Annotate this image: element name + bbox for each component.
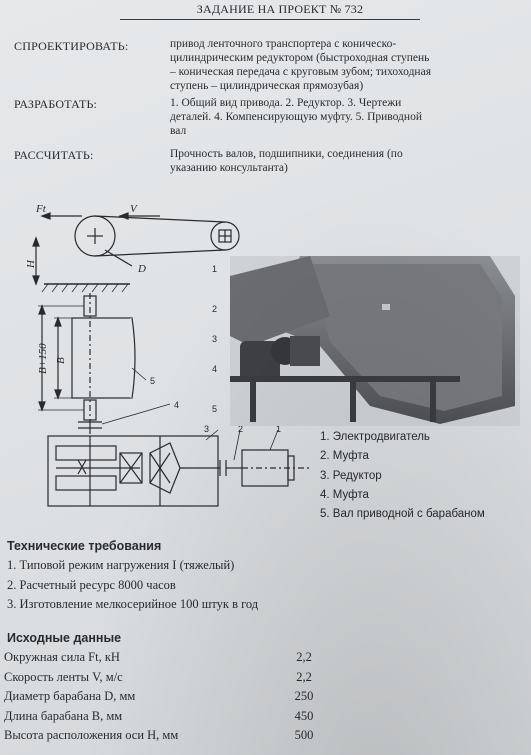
legend-item: 3. Редуктор — [320, 469, 382, 482]
photo-callout-column: 1 2 3 4 5 — [212, 256, 230, 426]
task-text-line: деталей. 4. Компенсирующую муфту. 5. При… — [170, 111, 422, 123]
callout-5: 5 — [150, 376, 155, 386]
param-name: Диаметр барабана D, мм — [4, 689, 136, 704]
param-name: Скорость ленты V, м/с — [4, 669, 123, 684]
callout-3: 3 — [204, 424, 209, 434]
legend-item: 2. Муфта — [320, 450, 369, 463]
d-label: D — [137, 263, 146, 275]
photo-callout-4: 4 — [212, 364, 218, 374]
legend-item: 5. Вал приводной с барабаном — [320, 508, 485, 521]
task-text-develop: 1. Общий вид привода. 2. Редуктор. 3. Че… — [170, 96, 515, 138]
component-legend: 1. Электродвигатель 2. Муфта 3. Редуктор… — [320, 428, 520, 524]
task-text-line: – коническая передача с круговым зубом; … — [170, 66, 431, 78]
task-text-calculate: Прочность валов, подшипники, соединения … — [170, 147, 515, 175]
param-name: Высота расположения оси H, мм — [4, 728, 179, 743]
task-label-calculate: РАССЧИТАТЬ: — [14, 148, 94, 162]
task-text-line: привод ленточного транспортера с коничес… — [170, 38, 397, 50]
ft-label: Ft — [35, 203, 47, 215]
b150-label: B+150 — [37, 343, 49, 374]
tech-requirement-item: 3. Изготовление мелкосерийное 100 штук в… — [7, 597, 259, 611]
tech-requirements-heading: Технические требования — [7, 539, 162, 553]
task-text-line: цилиндрическим редуктором (быстроходная … — [170, 52, 430, 64]
callout-1: 1 — [276, 424, 281, 434]
v-label: V — [130, 203, 138, 215]
task-text-line: указанию консультанта) — [170, 162, 288, 174]
input-data-heading: Исходные данные — [7, 631, 122, 645]
param-name: Окружная сила Ft, кН — [4, 650, 120, 664]
h-label: H — [25, 259, 37, 269]
param-value: 2,2 — [296, 650, 312, 664]
photo-callout-3: 3 — [212, 334, 218, 344]
tech-requirement-item: 2. Расчетный ресурс 8000 часов — [7, 577, 176, 592]
tech-requirement-item: 1. Типовой режим нагружения I (тяжелый) — [7, 558, 235, 572]
legend-item: 4. Муфта — [320, 488, 369, 501]
photo-callout-1: 1 — [212, 264, 218, 274]
task-text-line: 1. Общий вид привода. 2. Редуктор. 3. Че… — [170, 97, 402, 109]
callout-4: 4 — [174, 400, 179, 410]
param-value: 450 — [294, 708, 314, 723]
legend-item: 1. Электродвигатель — [320, 431, 430, 443]
task-label-develop: РАЗРАБОТАТЬ: — [14, 97, 98, 111]
param-value: 2,2 — [296, 669, 312, 684]
param-value: 500 — [294, 728, 314, 743]
input-data-row: Диаметр барабана D, мм 250 — [4, 687, 404, 707]
task-text-line: ступень – цилиндрическая прямозубая) — [170, 80, 364, 92]
input-data-table: Окружная сила Ft, кН 2,2 Скорость ленты … — [4, 648, 404, 746]
task-text-line: Прочность валов, подшипники, соединения … — [170, 148, 403, 160]
task-label-design: СПРОЕКТИРОВАТЬ: — [14, 39, 129, 53]
input-data-row: Окружная сила Ft, кН 2,2 — [4, 648, 404, 668]
photo-callout-2: 2 — [212, 304, 218, 314]
drive-scheme-drawing: Ft V D H B+150 B 5 4 3 2 1 — [25, 203, 310, 507]
title-underline — [120, 19, 420, 20]
drive-photo: 1 2 3 4 5 — [230, 256, 520, 426]
b-label: B — [55, 357, 67, 364]
input-data-row: Высота расположения оси H, мм 500 — [4, 726, 404, 746]
photo-callout-5: 5 — [212, 404, 218, 414]
task-text-design: привод ленточного транспортера с коничес… — [170, 37, 515, 93]
tech-requirements-list: 1. Типовой режим нагружения I (тяжелый) … — [7, 556, 477, 615]
input-data-row: Длина барабана B, мм 450 — [4, 707, 404, 727]
page-title: ЗАДАНИЕ НА ПРОЕКТ № 732 — [196, 2, 364, 16]
task-text-line: вал — [170, 125, 187, 137]
param-name: Длина барабана B, мм — [4, 708, 123, 723]
callout-2: 2 — [238, 424, 243, 434]
input-data-row: Скорость ленты V, м/с 2,2 — [4, 668, 404, 688]
param-value: 250 — [294, 689, 314, 704]
